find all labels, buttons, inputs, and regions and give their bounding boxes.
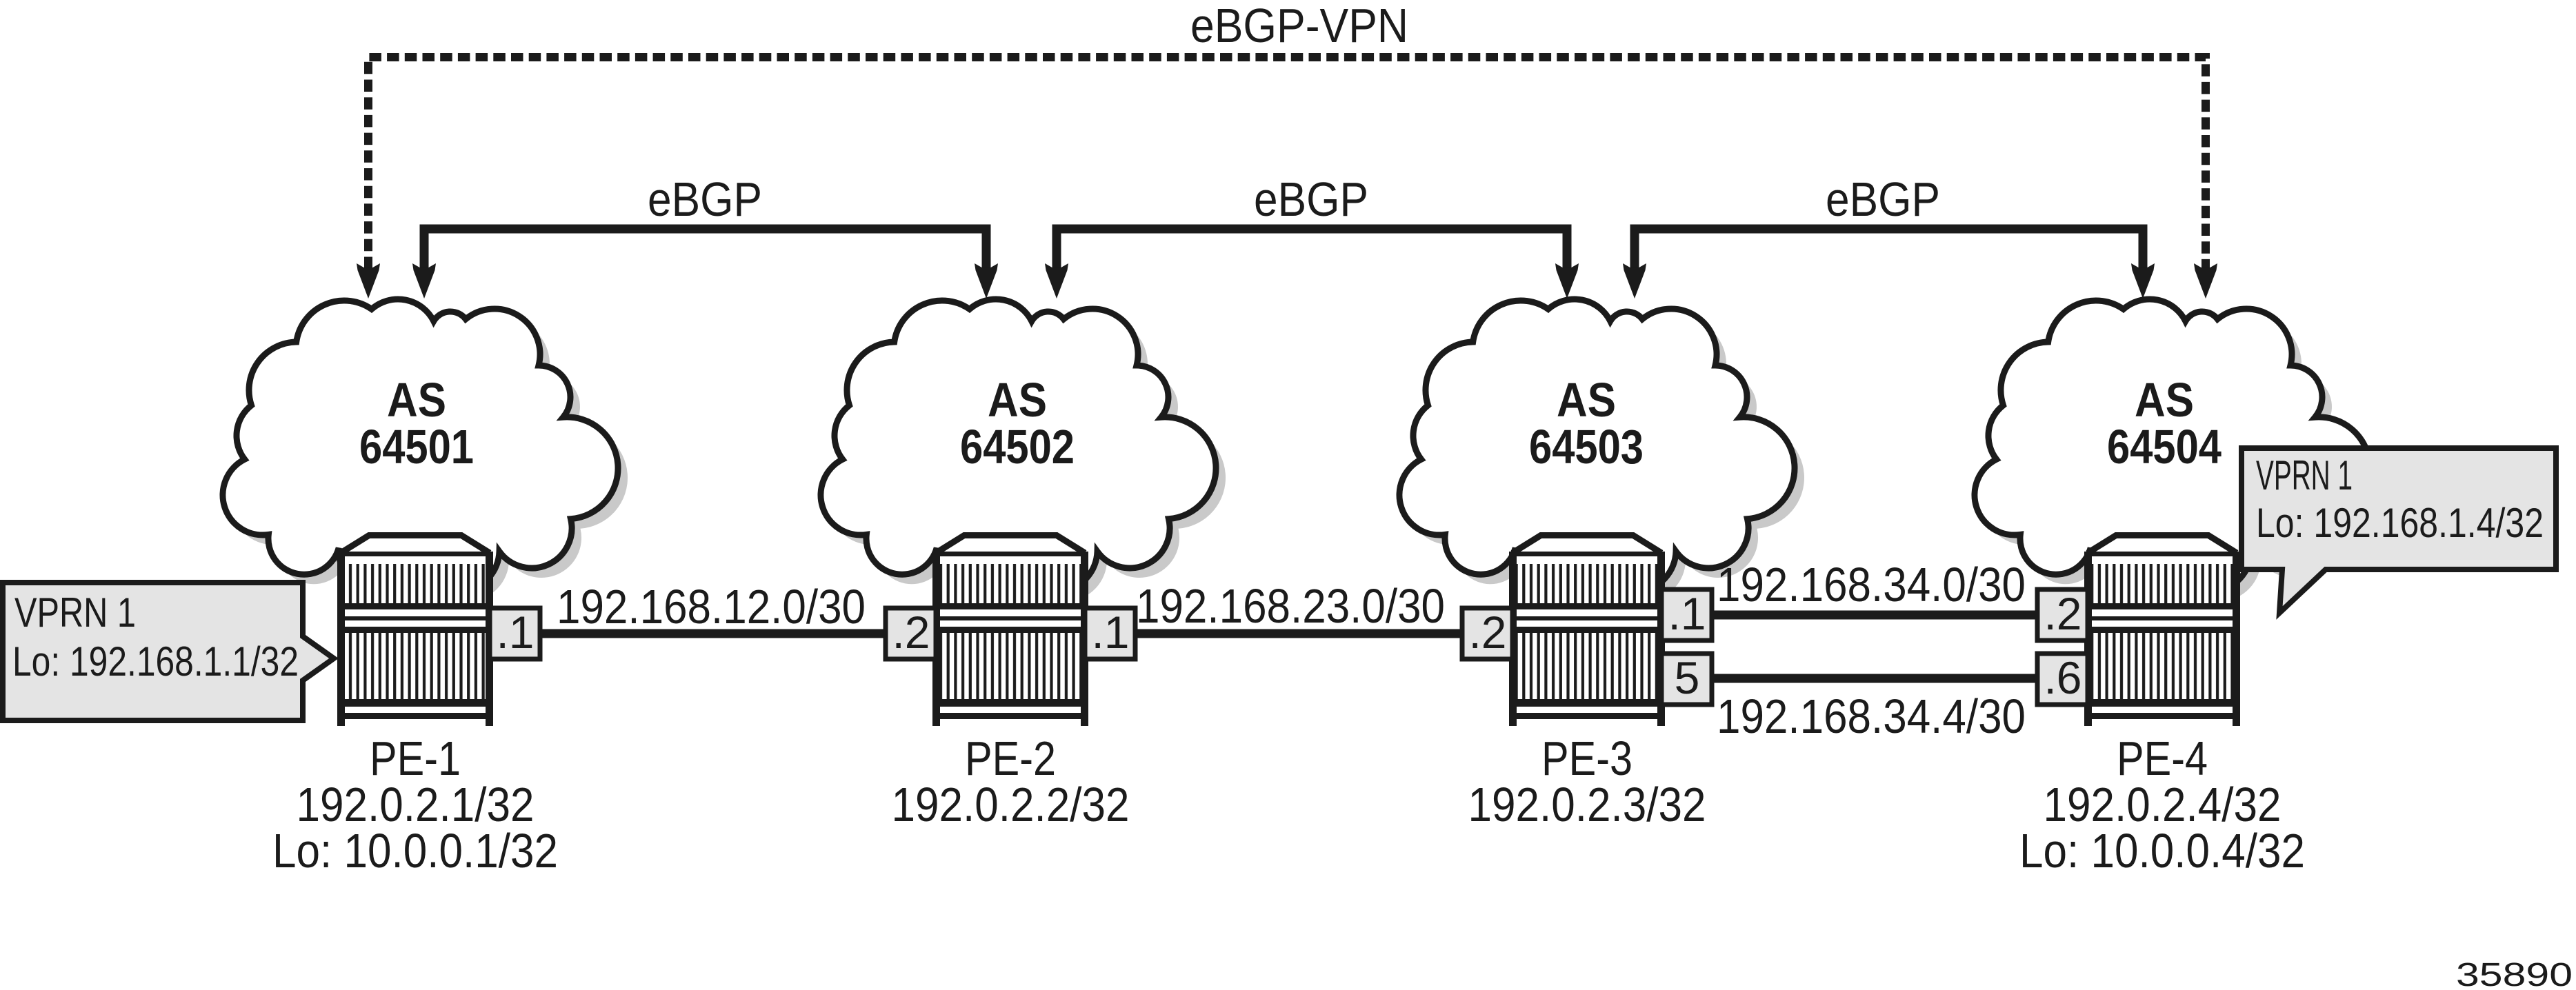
svg-text:PE-1: PE-1 — [370, 731, 461, 785]
svg-text:35890: 35890 — [2456, 957, 2573, 990]
svg-text:.2: .2 — [2044, 588, 2081, 639]
svg-text:192.168.12.0/30: 192.168.12.0/30 — [557, 580, 866, 634]
svg-text:64504: 64504 — [2107, 420, 2221, 474]
svg-text:Lo: 192.168.1.4/32: Lo: 192.168.1.4/32 — [2256, 500, 2544, 546]
svg-text:PE-3: PE-3 — [1541, 731, 1633, 785]
svg-text:PE-4: PE-4 — [2117, 731, 2208, 785]
svg-text:PE-2: PE-2 — [965, 731, 1056, 785]
svg-text:192.168.34.4/30: 192.168.34.4/30 — [1717, 689, 2026, 743]
svg-text:192.0.2.3/32: 192.0.2.3/32 — [1468, 778, 1706, 831]
svg-text:.1: .1 — [1091, 607, 1129, 658]
svg-text:192.0.2.1/32: 192.0.2.1/32 — [297, 778, 535, 831]
svg-text:192.0.2.2/32: 192.0.2.2/32 — [892, 778, 1130, 831]
svg-text:Lo: 192.168.1.1/32: Lo: 192.168.1.1/32 — [12, 638, 299, 685]
svg-text:192.168.23.0/30: 192.168.23.0/30 — [1136, 579, 1445, 633]
svg-text:eBGP-VPN: eBGP-VPN — [1190, 0, 1408, 52]
svg-text:64501: 64501 — [359, 420, 474, 474]
svg-text:.1: .1 — [496, 607, 534, 658]
svg-text:.2: .2 — [892, 607, 930, 658]
svg-text:eBGP: eBGP — [1254, 172, 1368, 226]
svg-text:AS: AS — [387, 373, 446, 427]
svg-text:64503: 64503 — [1529, 420, 1644, 474]
svg-text:VPRN 1: VPRN 1 — [14, 589, 136, 636]
svg-text:AS: AS — [1557, 373, 1616, 427]
svg-text:Lo: 10.0.0.4/32: Lo: 10.0.0.4/32 — [2019, 824, 2305, 878]
svg-text:5: 5 — [1675, 652, 1700, 703]
svg-text:Lo: 10.0.0.1/32: Lo: 10.0.0.1/32 — [272, 824, 558, 878]
svg-text:.6: .6 — [2044, 652, 2081, 703]
svg-text:VPRN 1: VPRN 1 — [2256, 452, 2353, 498]
svg-text:eBGP: eBGP — [1826, 172, 1940, 226]
svg-text:.2: .2 — [1468, 607, 1506, 658]
svg-text:192.0.2.4/32: 192.0.2.4/32 — [2044, 778, 2282, 831]
svg-text:AS: AS — [2135, 373, 2194, 427]
svg-text:eBGP: eBGP — [648, 172, 762, 226]
svg-text:192.168.34.0/30: 192.168.34.0/30 — [1717, 558, 2026, 612]
svg-text:.1: .1 — [1668, 588, 1706, 639]
svg-text:AS: AS — [988, 373, 1047, 427]
svg-text:64502: 64502 — [960, 420, 1075, 474]
